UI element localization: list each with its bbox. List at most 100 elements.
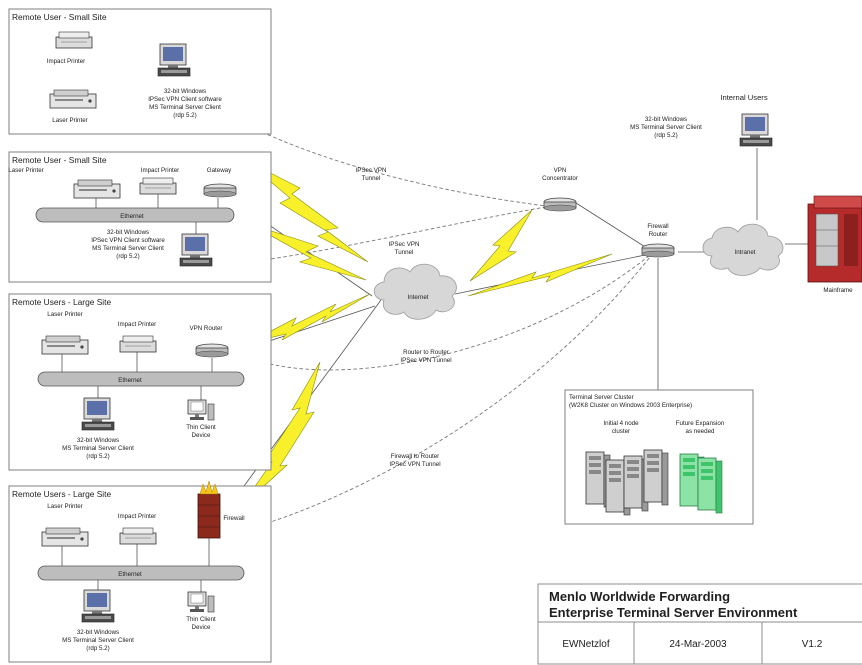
future-server-icon bbox=[697, 457, 723, 514]
firewall-router-icon bbox=[641, 243, 675, 258]
vpn-concentrator-icon bbox=[543, 197, 577, 212]
vpn-router-icon bbox=[195, 343, 229, 358]
tunnel-line-3 bbox=[235, 254, 651, 371]
pc-icon bbox=[157, 43, 191, 77]
thin-client-caption: Device bbox=[192, 432, 211, 439]
impact-printer-icon bbox=[119, 527, 157, 545]
device-label: Impact Printer bbox=[141, 167, 180, 174]
pc-caption: 32-bit Windows bbox=[77, 437, 119, 444]
gateway-router-icon bbox=[203, 183, 237, 198]
device-label: VPN Router bbox=[189, 325, 222, 332]
device-label: Firewall bbox=[223, 515, 244, 522]
wire bbox=[575, 202, 651, 251]
cluster-caption: cluster bbox=[612, 428, 630, 435]
pc-caption: MS Terminal Server Client bbox=[149, 104, 221, 111]
tunnel-label: Tunnel bbox=[362, 175, 381, 182]
pc-caption: 32-bit Windows bbox=[107, 229, 149, 236]
tunnel-label: IPSec VPN bbox=[356, 167, 387, 174]
wireless-bolt-3 bbox=[247, 293, 371, 344]
pc-caption: MS Terminal Server Client bbox=[92, 245, 164, 252]
mainframe-label: Mainframe bbox=[823, 287, 853, 294]
device-label: Laser Printer bbox=[52, 117, 87, 124]
site-title: Remote User - Small Site bbox=[12, 155, 107, 165]
pc-caption: IPSec VPN Client software bbox=[148, 96, 222, 103]
internal-users-caption: 32-bit Windows bbox=[645, 116, 687, 123]
pc-caption: MS Terminal Server Client bbox=[62, 445, 134, 452]
ethernet-bus bbox=[37, 565, 245, 581]
version: V1.2 bbox=[802, 639, 823, 650]
pc-icon bbox=[81, 397, 115, 431]
pc-icon bbox=[81, 589, 115, 623]
internal-users-caption: (rdp 5.2) bbox=[654, 132, 677, 139]
pc-caption: 32-bit Windows bbox=[77, 629, 119, 636]
cluster-caption: as needed bbox=[686, 428, 715, 435]
pc-caption: (rdp 5.2) bbox=[116, 253, 139, 260]
tunnel-label: IPSec VPN Tunnel bbox=[389, 461, 440, 468]
intranet-label: Intranet bbox=[735, 249, 756, 256]
site-title: Remote Users - Large Site bbox=[12, 297, 111, 307]
tunnel-label: IPSec VPN Tunnel bbox=[400, 357, 451, 364]
tunnel-line-2 bbox=[217, 206, 547, 267]
thin-client-caption: Device bbox=[192, 624, 211, 631]
title-line-2: Enterprise Terminal Server Environment bbox=[549, 605, 798, 620]
mainframe-icon bbox=[807, 195, 862, 283]
pc-icon bbox=[179, 233, 213, 267]
wireless-bolt-1 bbox=[244, 159, 369, 263]
bus-label: Ethernet bbox=[118, 377, 142, 384]
tunnel-label: Firewall to Router bbox=[391, 453, 440, 460]
device-label: Firewall bbox=[647, 223, 668, 230]
pc-caption: (rdp 5.2) bbox=[86, 453, 109, 460]
title-line-1: Menlo Worldwide Forwarding bbox=[549, 589, 730, 604]
tunnel-label: Tunnel bbox=[395, 249, 414, 256]
pc-icon bbox=[739, 113, 773, 147]
tunnel-label: Router to Router bbox=[403, 349, 449, 356]
site-box-1 bbox=[8, 8, 272, 135]
intranet-cloud-icon bbox=[702, 223, 784, 276]
internet-cloud-icon bbox=[373, 263, 457, 320]
device-label: Concentrator bbox=[542, 175, 578, 182]
wireless-bolt-2 bbox=[249, 223, 367, 281]
wireless-bolt-6 bbox=[467, 253, 613, 297]
internet-label: Internet bbox=[408, 294, 429, 301]
device-label: Laser Printer bbox=[47, 311, 82, 318]
ethernet-bus bbox=[37, 371, 245, 387]
device-label: Laser Printer bbox=[8, 167, 43, 174]
date: 24-Mar-2003 bbox=[669, 639, 727, 650]
title-block bbox=[537, 583, 862, 665]
pc-caption: (rdp 5.2) bbox=[173, 112, 196, 119]
impact-printer-icon bbox=[139, 177, 177, 195]
device-label: Impact Printer bbox=[118, 321, 157, 328]
cluster-title: Terminal Server Cluster bbox=[569, 394, 634, 401]
firewall-icon bbox=[197, 480, 221, 539]
cluster-caption: Initial 4 node bbox=[603, 420, 639, 427]
internal-users-title: Internal Users bbox=[720, 93, 767, 102]
wireless-bolt-5 bbox=[469, 209, 533, 282]
ethernet-bus bbox=[35, 207, 235, 223]
device-label: Laser Printer bbox=[47, 503, 82, 510]
site-title: Remote User - Small Site bbox=[12, 12, 107, 22]
pc-caption: IPSec VPN Client software bbox=[91, 237, 165, 244]
bus-label: Ethernet bbox=[118, 571, 142, 578]
pc-caption: 32-bit Windows bbox=[164, 88, 206, 95]
device-label: Impact Printer bbox=[118, 513, 157, 520]
device-label: Gateway bbox=[207, 167, 232, 174]
impact-printer-icon bbox=[55, 31, 93, 49]
device-label: VPN bbox=[554, 167, 567, 174]
cluster-caption: Future Expansion bbox=[676, 420, 725, 427]
impact-printer-icon bbox=[119, 335, 157, 353]
cluster-title: (W2K8 Cluster on Windows 2003 Enterprise… bbox=[569, 402, 692, 409]
tunnel-label: IPSec VPN bbox=[389, 241, 420, 248]
thin-client-caption: Thin Client bbox=[186, 424, 216, 431]
server-icon bbox=[643, 449, 669, 506]
bus-label: Ethernet bbox=[120, 213, 144, 220]
internal-users-caption: MS Terminal Server Client bbox=[630, 124, 702, 131]
tunnel-line-1 bbox=[174, 79, 547, 207]
thin-client-caption: Thin Client bbox=[186, 616, 216, 623]
device-label: Impact Printer bbox=[47, 58, 86, 65]
device-label: Router bbox=[649, 231, 668, 238]
author: EWNetzlof bbox=[562, 639, 609, 650]
pc-caption: (rdp 5.2) bbox=[86, 645, 109, 652]
pc-caption: MS Terminal Server Client bbox=[62, 637, 134, 644]
site-title: Remote Users - Large Site bbox=[12, 489, 111, 499]
